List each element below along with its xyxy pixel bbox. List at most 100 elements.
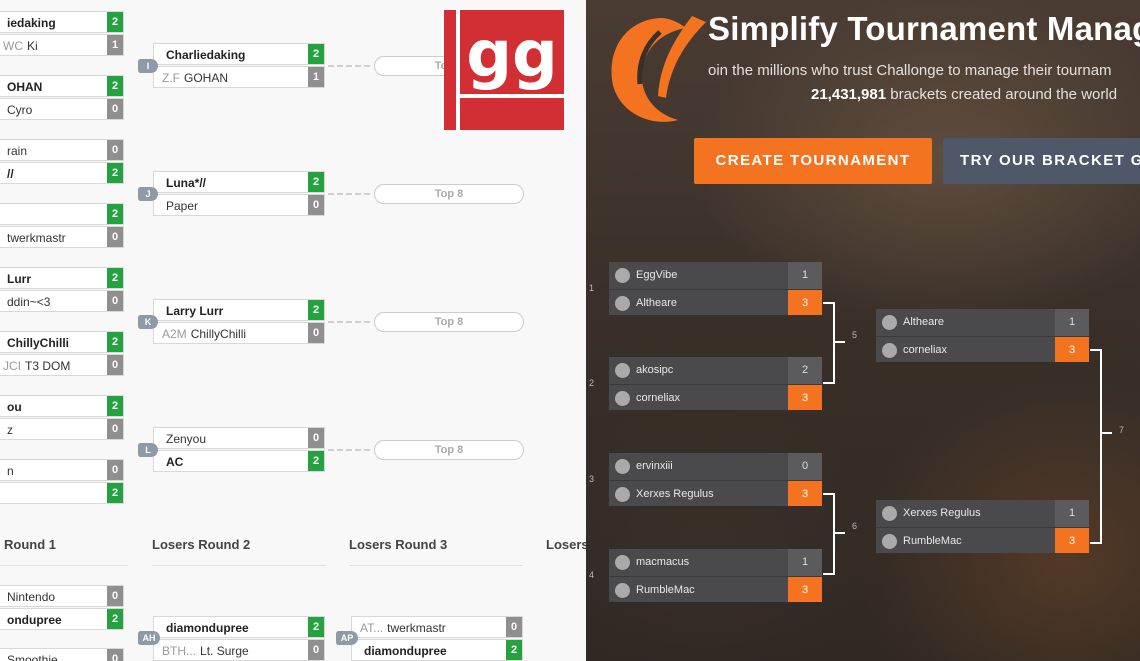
subheadline: oin the millions who trust Challonge to … [708,62,1112,79]
top8-placeholder: Top 8 [374,312,524,332]
player-score: 0 [107,419,123,439]
round-header-2: Losers Round 2 [152,537,251,552]
sample-player-name: Altheare [636,297,677,309]
sample-player-name: ervinxiii [636,460,673,472]
player-score: 1 [107,35,123,55]
connector-line [328,65,370,67]
player-row[interactable]: //2 [0,162,124,184]
player-name: Charliedaking [166,48,246,62]
avatar [882,534,897,549]
player-name: twerkmastr [387,621,446,635]
player-name: ddin~<3 [7,295,51,309]
player-name: Cyro [7,103,33,117]
connector-line [328,321,370,323]
create-tournament-button[interactable]: CREATE TOURNAMENT [694,138,932,184]
player-row[interactable]: 2 [0,203,124,225]
seed-number: 2 [589,378,595,388]
player-score: 0 [107,227,123,247]
sample-player-name: RumbleMac [636,584,695,596]
player-prefix: WC [3,39,23,53]
player-score: 0 [107,140,123,160]
player-score: 0 [308,195,324,215]
sample-player-name: macmacus [636,556,690,568]
player-score: 2 [506,640,522,660]
player-name: Lt. Surge [200,644,249,658]
round-number: 6 [852,521,858,531]
player-row[interactable]: 2 [0,482,124,504]
round-header-4: Losers [546,537,586,552]
match-label: K [138,315,158,329]
sample-player-name: akosipc [636,364,674,376]
sample-player-score: 3 [1055,528,1089,553]
player-name: iedaking [7,16,56,30]
sample-player-name: corneliax [636,392,681,404]
match-label: I [138,59,158,73]
player-score: 2 [107,268,123,288]
player-name: AC [166,455,184,469]
player-row[interactable]: Luna*//2 [153,171,325,193]
try-bracket-button[interactable]: TRY OUR BRACKET G [943,138,1140,184]
